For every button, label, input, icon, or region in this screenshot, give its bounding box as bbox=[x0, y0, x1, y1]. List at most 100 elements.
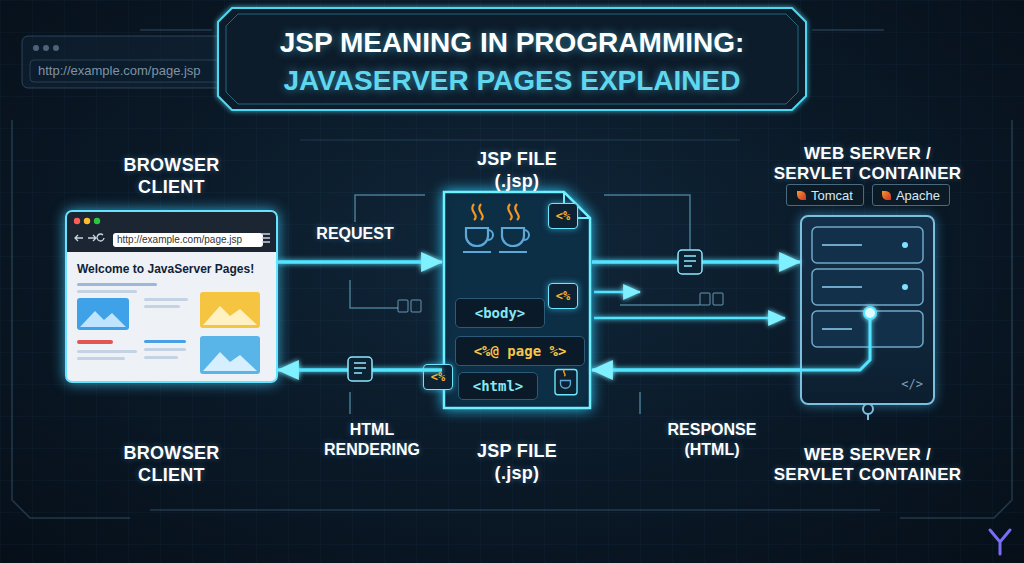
circle-part bbox=[74, 218, 80, 224]
circle-part bbox=[94, 218, 100, 224]
line-part bbox=[812, 29, 884, 31]
flow-connector bbox=[278, 368, 442, 372]
rect-part bbox=[77, 298, 129, 330]
path-part bbox=[203, 306, 257, 325]
flow-connector bbox=[592, 260, 800, 264]
line-part bbox=[140, 29, 212, 31]
diagram-title: JSP MEANING IN PROGRAMMING: JAVASERVER P… bbox=[262, 24, 762, 100]
path-part bbox=[203, 352, 257, 371]
flow-connector bbox=[592, 368, 800, 372]
node-heading: BROWSER CLIENT bbox=[117, 442, 227, 486]
line-part bbox=[594, 317, 785, 320]
server-rack: WEB SERVER / SERVLET CONTAINER</>WEB SER… bbox=[800, 215, 935, 405]
g-part bbox=[822, 245, 862, 329]
box-text: <body> bbox=[475, 305, 526, 321]
java-logo bbox=[499, 204, 529, 252]
connector-label: REQUEST bbox=[295, 224, 415, 244]
path-part bbox=[97, 234, 104, 241]
rect-part bbox=[812, 227, 923, 263]
url-text: http://example.com/page.jsp bbox=[113, 233, 263, 247]
browser-chrome bbox=[74, 218, 270, 242]
box-text: <html> bbox=[473, 378, 524, 394]
code-tag: <html> bbox=[458, 372, 538, 400]
rect-part bbox=[144, 340, 186, 343]
rect-part bbox=[200, 336, 260, 374]
path-part bbox=[488, 230, 493, 240]
rect-part bbox=[144, 356, 178, 359]
rect-part bbox=[144, 298, 188, 301]
polyline-part bbox=[639, 392, 641, 414]
server-badge: Tomcat bbox=[786, 184, 864, 206]
browser-window: BROWSER CLIENThttp://example.com/page.js… bbox=[65, 210, 278, 383]
node-heading: JSP FILE (.jsp) bbox=[467, 440, 567, 484]
node-heading: WEB SERVER / SERVLET CONTAINER bbox=[770, 445, 966, 485]
line-part bbox=[867, 405, 869, 420]
flow-arrows bbox=[594, 292, 785, 318]
box-text: Apache bbox=[896, 188, 940, 203]
code-tag: <%@ page %> bbox=[455, 336, 585, 366]
path-part bbox=[499, 251, 527, 253]
rect-part bbox=[411, 300, 421, 312]
node-heading: WEB SERVER / SERVLET CONTAINER bbox=[770, 144, 966, 184]
rect-part bbox=[812, 311, 923, 347]
rect-part bbox=[144, 348, 186, 351]
rect-part bbox=[348, 357, 372, 381]
line-part bbox=[594, 291, 640, 294]
scriptlet-badge: <% bbox=[548, 203, 578, 229]
rect-part bbox=[77, 283, 157, 286]
server-badge: Apache bbox=[872, 184, 950, 206]
polyline-part bbox=[604, 195, 690, 250]
path-part bbox=[990, 530, 1010, 554]
circle-part bbox=[902, 242, 908, 248]
path-part bbox=[354, 363, 366, 373]
url-watermark: http://example.com/page.jsp bbox=[38, 63, 201, 79]
page-placeholder bbox=[77, 283, 260, 374]
node-heading: JSP FILE (.jsp) bbox=[467, 148, 567, 192]
box-text: <%@ page %> bbox=[474, 343, 567, 359]
path-part bbox=[80, 311, 126, 327]
polygon-part bbox=[226, 14, 798, 104]
polyline-part bbox=[620, 304, 700, 306]
box-text: <% bbox=[431, 370, 445, 384]
polyline-part bbox=[350, 280, 398, 308]
node-heading: BROWSER CLIENT bbox=[117, 154, 227, 198]
path-part bbox=[88, 235, 96, 241]
connector-label: HTML RENDERING bbox=[317, 420, 427, 460]
rect-part bbox=[812, 269, 923, 305]
path-part bbox=[564, 370, 566, 377]
path-part bbox=[822, 245, 862, 329]
java-logo-small bbox=[555, 370, 577, 395]
java-logo bbox=[463, 204, 493, 252]
code-tag: <body> bbox=[455, 298, 545, 328]
rect-part bbox=[77, 357, 125, 360]
polygon-part bbox=[218, 8, 806, 110]
rect-part bbox=[77, 350, 137, 353]
circle-part bbox=[84, 218, 90, 224]
path-part bbox=[466, 228, 488, 246]
path-part bbox=[684, 256, 696, 266]
circle-part bbox=[864, 307, 876, 319]
path-part bbox=[463, 251, 491, 253]
circle-part bbox=[863, 404, 873, 414]
circle-part bbox=[53, 45, 59, 51]
box-text: <% bbox=[556, 289, 570, 303]
jsp-file: JSP FILE (.jsp)JSP FILE (.jsp)<%<body><%… bbox=[442, 190, 592, 410]
title-frame bbox=[218, 8, 806, 110]
path-part bbox=[524, 230, 529, 240]
path-part bbox=[561, 381, 571, 389]
rect-part bbox=[144, 305, 180, 308]
path-part bbox=[508, 204, 518, 220]
logo-mark bbox=[990, 530, 1010, 554]
rect-part bbox=[398, 300, 408, 312]
rect-part bbox=[200, 292, 260, 328]
page-heading: Welcome to JavaServer Pages! bbox=[77, 262, 272, 277]
rect-part bbox=[77, 290, 137, 293]
line-part bbox=[300, 139, 740, 141]
rect-part bbox=[700, 293, 710, 305]
rect-part bbox=[555, 370, 577, 395]
connector-label: RESPONSE (HTML) bbox=[657, 420, 767, 460]
polyline-part bbox=[355, 195, 425, 222]
